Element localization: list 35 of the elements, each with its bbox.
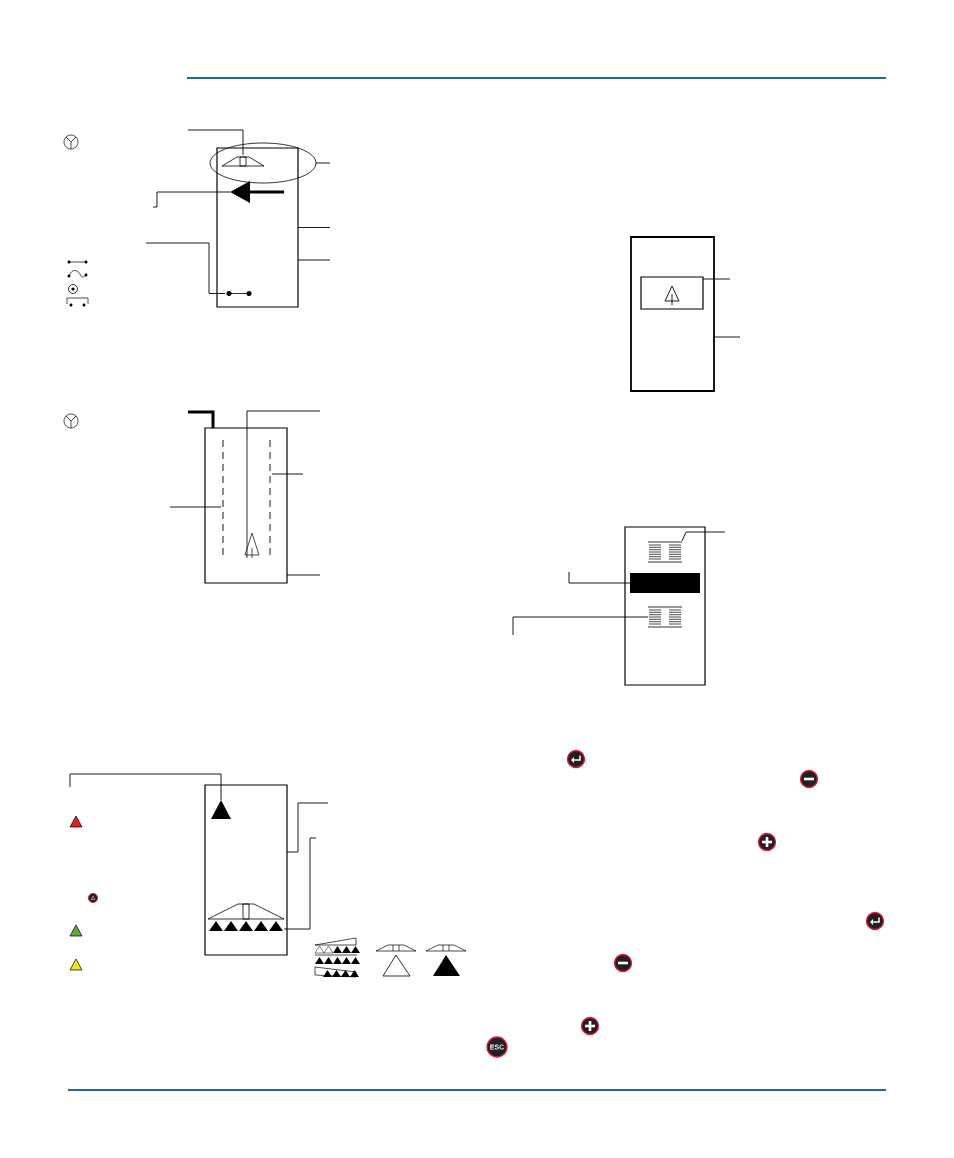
screen-box xyxy=(624,526,706,686)
leader-line xyxy=(681,531,726,542)
leader-line xyxy=(246,410,321,441)
bars-icon xyxy=(647,606,683,628)
leader-line xyxy=(286,802,329,853)
highlight-bar xyxy=(630,573,700,593)
icon-frame xyxy=(640,276,704,310)
leader-line xyxy=(297,259,331,261)
leader-line xyxy=(69,773,222,801)
screen-box xyxy=(216,147,299,308)
highlight-ellipse xyxy=(209,142,317,184)
screen-box xyxy=(204,427,288,584)
leader-line xyxy=(152,191,231,208)
screen-box xyxy=(204,784,288,956)
guidance-line xyxy=(246,439,248,559)
leader-line xyxy=(188,410,215,428)
leader-line xyxy=(169,506,222,508)
leader-line xyxy=(271,473,304,475)
leader-line xyxy=(512,616,649,636)
leader-line xyxy=(145,242,226,294)
triangle-icon xyxy=(211,800,231,819)
leader-line xyxy=(297,227,331,228)
screen-box xyxy=(630,236,715,392)
leader-line xyxy=(702,278,731,280)
connection-icon xyxy=(226,290,252,297)
leader-line xyxy=(568,571,631,584)
bars-icon xyxy=(647,541,683,563)
leader-line xyxy=(315,162,331,164)
leader-line xyxy=(713,336,741,338)
leader-line xyxy=(187,129,244,156)
leader-line xyxy=(286,574,321,576)
leader-line xyxy=(283,837,317,930)
boom-drawing xyxy=(207,903,285,931)
boom-icon xyxy=(221,156,265,167)
arrow-icon xyxy=(230,181,284,203)
